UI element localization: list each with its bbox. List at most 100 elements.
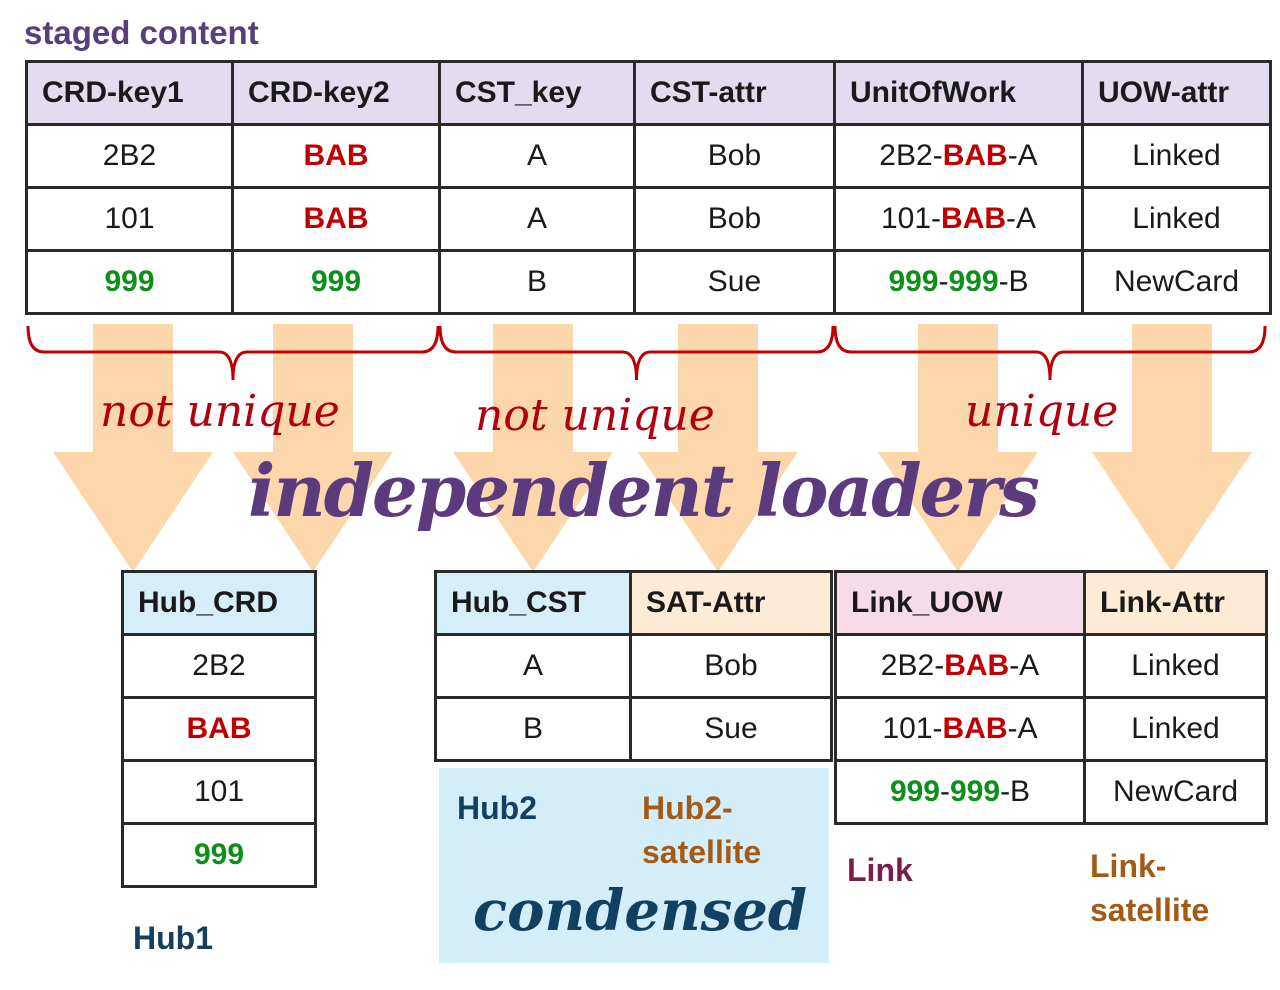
table-cell: 2B2 — [121, 633, 317, 699]
down-arrow-6 — [1092, 324, 1252, 572]
table-cell: Sue — [629, 696, 833, 762]
table-cell: A — [438, 186, 636, 252]
cell-part: - — [938, 265, 949, 298]
cell-part: -A — [1007, 712, 1038, 745]
cell-part: -A — [1007, 139, 1038, 172]
column-header: UnitOfWork — [833, 60, 1084, 126]
cell-part: 999 — [950, 775, 1001, 808]
uow-annotation: unique — [965, 386, 1119, 437]
column-header: CST_key — [438, 60, 636, 126]
table-cell: 101-BAB-A — [833, 186, 1084, 252]
table-row: BAB — [121, 696, 317, 762]
table-cell: 999-999-B — [833, 249, 1084, 315]
table-cell: 2B2-BAB-A — [833, 123, 1084, 189]
cell-part: BAB — [942, 139, 1008, 172]
table-row: 999 — [121, 822, 317, 888]
cell-part: BAB — [944, 649, 1010, 682]
hub2-satellite-line2: satellite — [642, 834, 762, 870]
cell-part: 101 — [882, 712, 933, 745]
table-row: 101 — [121, 759, 317, 825]
link-satellite-line2: satellite — [1090, 892, 1210, 928]
condensed-region — [439, 768, 829, 963]
cell-part: -A — [1009, 649, 1040, 682]
hub2-satellite-label: Hub2- satellite — [642, 786, 761, 874]
staged-content-title: staged content — [24, 14, 259, 51]
table-cell: 2B2-BAB-A — [834, 633, 1086, 699]
table-cell: BAB — [121, 696, 317, 762]
table-cell: A — [434, 633, 632, 699]
hub2-satellite-line1: Hub2- — [642, 790, 733, 826]
cell-part: 101 — [880, 202, 932, 235]
brace-2 — [438, 325, 835, 381]
cell-part: 999 — [948, 265, 999, 298]
table-cell: Linked — [1081, 186, 1272, 252]
link-attr-header: Link-Attr — [1083, 570, 1268, 636]
table-cell: Sue — [633, 249, 836, 315]
table-cell: Bob — [629, 633, 833, 699]
table-cell: BAB — [231, 123, 441, 189]
cell-part: -A — [1006, 202, 1037, 235]
down-arrow-1 — [53, 324, 213, 572]
table-cell: 2B2 — [25, 123, 234, 189]
table-cell: B — [438, 249, 636, 315]
hub-cst-header: Hub_CST — [434, 570, 632, 636]
table-cell: Linked — [1081, 123, 1272, 189]
table-cell: 101-BAB-A — [834, 696, 1086, 762]
link-satellite-line1: Link- — [1090, 848, 1167, 884]
hub-crd-header: Hub_CRD — [121, 570, 317, 636]
cell-part: 2B2 — [880, 649, 935, 682]
down-arrow-4 — [638, 324, 798, 572]
independent-loaders-heading: independent loaders — [248, 448, 1040, 533]
table-cell: 101 — [25, 186, 234, 252]
cell-part: 2B2 — [879, 139, 933, 172]
table-cell: NewCard — [1083, 759, 1268, 825]
table-cell: NewCard — [1081, 249, 1272, 315]
column-header: CRD-key1 — [25, 60, 234, 126]
sat-attr-header: SAT-Attr — [629, 570, 833, 636]
cell-part: - — [932, 712, 943, 745]
down-arrow-3 — [453, 324, 613, 572]
table-cell: Linked — [1083, 633, 1268, 699]
table-cell: Bob — [633, 123, 836, 189]
table-cell: Linked — [1083, 696, 1268, 762]
table-cell: 999 — [231, 249, 441, 315]
cell-part: -B — [1000, 775, 1031, 808]
table-cell: Bob — [633, 186, 836, 252]
crd-annotation: not unique — [100, 386, 340, 437]
table-cell: 999-999-B — [834, 759, 1086, 825]
link-uow-header: Link_UOW — [834, 570, 1086, 636]
cell-part: - — [932, 139, 943, 172]
cell-part: - — [934, 649, 945, 682]
cell-part: BAB — [941, 202, 1007, 235]
cell-part: 999 — [889, 775, 940, 808]
cst-annotation: not unique — [475, 390, 715, 441]
condensed-label: condensed — [473, 878, 807, 944]
cell-part: -B — [998, 265, 1029, 298]
cell-part: - — [931, 202, 942, 235]
table-row: 2B2 — [121, 633, 317, 699]
table-cell: 999 — [121, 822, 317, 888]
table-cell: 999 — [25, 249, 234, 315]
table-cell: 101 — [121, 759, 317, 825]
cell-part: BAB — [942, 712, 1008, 745]
brace-1 — [26, 325, 440, 381]
cell-part: 999 — [888, 265, 939, 298]
down-arrow-5 — [878, 324, 1038, 572]
brace-3 — [833, 325, 1267, 381]
column-header: CST-attr — [633, 60, 836, 126]
link-satellite-label: Link- satellite — [1090, 844, 1209, 932]
down-arrow-2 — [233, 324, 393, 572]
